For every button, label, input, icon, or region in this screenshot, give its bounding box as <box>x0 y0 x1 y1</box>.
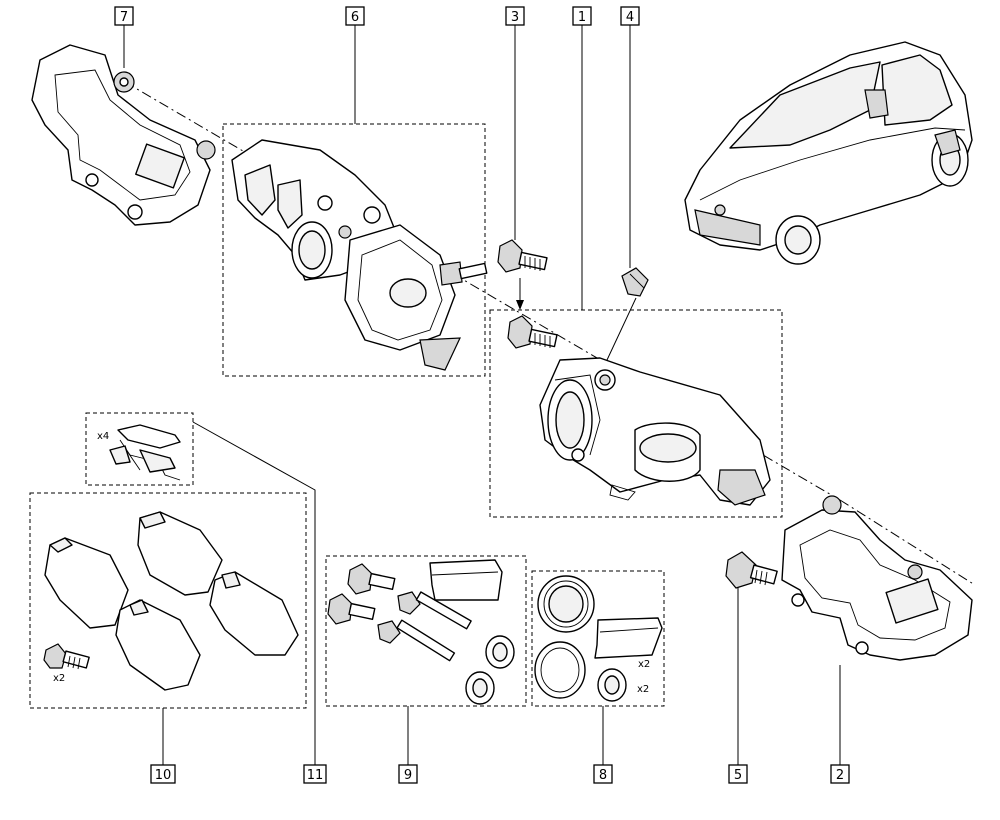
kit8-seal-quantity: x2 <box>638 659 650 670</box>
callout-4: 4 <box>620 6 640 26</box>
leader-lines <box>123 25 841 765</box>
callout-1: 1 <box>572 6 592 26</box>
arrow-down <box>516 300 524 310</box>
svg-text:5: 5 <box>734 768 742 783</box>
group-box-9 <box>325 555 527 707</box>
caliper-motor-part-6 <box>231 139 488 371</box>
svg-text:7: 7 <box>120 10 128 25</box>
svg-text:4: 4 <box>626 10 634 25</box>
svg-text:3: 3 <box>511 10 519 25</box>
bolt-part-3 <box>497 239 548 273</box>
callout-6: 6 <box>345 6 365 26</box>
svg-text:2: 2 <box>836 768 844 783</box>
kit8-boot-quantity: x2 <box>637 684 649 695</box>
callout-5: 5 <box>728 764 748 784</box>
svg-text:6: 6 <box>351 10 359 25</box>
bolt-part-3-installed <box>507 315 558 349</box>
svg-text:1: 1 <box>578 10 586 25</box>
clips-quantity: x4 <box>97 431 109 442</box>
bolt-part-5 <box>725 551 778 589</box>
group-box-8 <box>531 570 665 707</box>
svg-text:11: 11 <box>307 768 324 783</box>
assembly-axis-line <box>124 81 976 586</box>
callout-8: 8 <box>593 764 613 784</box>
pad-bolts-quantity: x2 <box>53 673 65 684</box>
bracket-part-7 <box>31 44 216 226</box>
svg-text:9: 9 <box>404 768 412 783</box>
svg-text:10: 10 <box>155 768 172 783</box>
bracket-part-2 <box>781 495 973 661</box>
group-box-11 <box>85 412 194 486</box>
caliper-body-part-1 <box>539 357 771 506</box>
callout-10: 10 <box>150 764 176 784</box>
group-box-6 <box>222 123 486 377</box>
callout-3: 3 <box>505 6 525 26</box>
bleed-screw-part-4 <box>621 267 649 297</box>
guide-pin-kit-part-9 <box>327 559 515 705</box>
seal-kit-part-8: x2 x2 <box>534 575 663 702</box>
brake-pads-part-10: x2 <box>43 511 299 691</box>
car-illustration <box>684 41 973 265</box>
pad-clips-part-11: x4 <box>97 424 181 481</box>
callout-2: 2 <box>830 764 850 784</box>
callout-9: 9 <box>398 764 418 784</box>
callout-7: 7 <box>114 6 134 26</box>
svg-text:8: 8 <box>599 768 607 783</box>
group-box-1 <box>489 309 783 518</box>
callout-11: 11 <box>303 764 327 784</box>
